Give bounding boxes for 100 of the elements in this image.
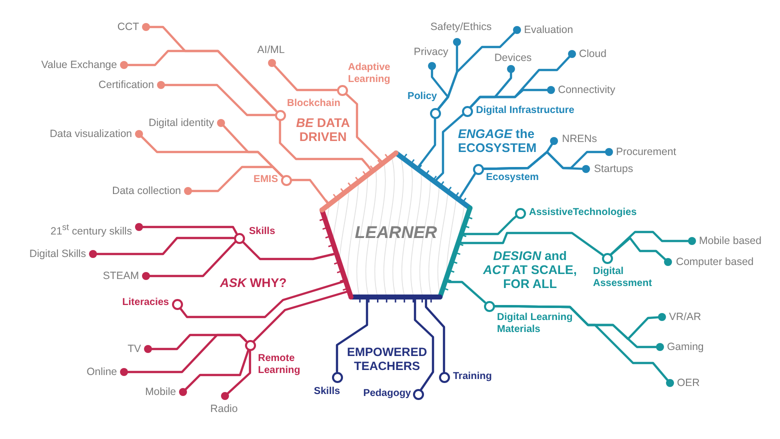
- topic-label: EMIS: [254, 174, 278, 186]
- ring-marker: [484, 300, 494, 312]
- dot-marker: [453, 38, 461, 46]
- subtopic-label: Mobile: [145, 386, 176, 398]
- topic-label: Ecosystem: [486, 172, 539, 184]
- subtopic-label: Procurement: [616, 146, 676, 158]
- connector-line: [416, 117, 436, 170]
- subtopic-label: Computer based: [676, 256, 754, 268]
- connector-line: [274, 64, 338, 92]
- section-heading: ENGAGE the ECOSYSTEM: [458, 127, 538, 155]
- dot-marker: [664, 258, 672, 266]
- subtopic-label: TV: [128, 343, 141, 355]
- connector-line: [226, 349, 252, 394]
- ring-marker: [336, 84, 348, 96]
- section-heading: BE DATA DRIVEN: [295, 116, 351, 144]
- subtopic-label: CCT: [117, 21, 139, 33]
- dot-marker: [507, 65, 515, 73]
- dot-marker: [582, 165, 590, 173]
- connector-line: [434, 114, 464, 183]
- dot-marker: [135, 223, 143, 231]
- topic-label: Pedagogy: [363, 388, 411, 400]
- ring-marker: [412, 388, 424, 400]
- ring-marker: [602, 252, 612, 264]
- topic-label: Skills: [314, 386, 340, 398]
- dot-marker: [120, 368, 128, 376]
- section-heading: EMPOWERED TEACHERS: [346, 345, 428, 373]
- subtopic-label: 21$^{st}$ century skills: [50, 221, 132, 238]
- subtopic-label: Privacy: [414, 46, 448, 58]
- dot-marker: [157, 81, 165, 89]
- subtopic-label: VR/AR: [669, 311, 702, 323]
- connector-line: [126, 334, 248, 374]
- topic-label: Digital Infrastructure: [476, 105, 574, 117]
- connector-line: [610, 236, 666, 260]
- dot-marker: [568, 50, 576, 58]
- dot-marker: [179, 388, 187, 396]
- topic-label: Adaptive Learning: [348, 62, 392, 86]
- subtopic-label: NRENs: [562, 133, 598, 145]
- topic-label: Skills: [249, 226, 276, 238]
- subtopic-label: AI/ML: [257, 44, 285, 56]
- subtopic-label: Digital identity: [148, 117, 214, 129]
- dot-marker: [550, 137, 558, 145]
- connector-line: [96, 236, 235, 256]
- ring-marker: [172, 298, 182, 310]
- connector-line: [164, 84, 276, 116]
- ring-marker: [462, 106, 472, 116]
- dot-marker: [89, 250, 97, 258]
- subtopic-label: Cloud: [579, 48, 606, 60]
- subtopic-label: Radio: [210, 403, 238, 415]
- dot-marker: [221, 392, 229, 400]
- connector-line: [142, 226, 238, 234]
- ring-marker: [234, 232, 244, 244]
- subtopic-label: OER: [677, 377, 700, 389]
- topic-label: Training: [453, 371, 492, 383]
- dot-marker: [135, 130, 143, 138]
- subtopic-label: STEAM: [102, 270, 139, 282]
- ring-marker: [244, 340, 256, 350]
- dot-marker: [268, 59, 276, 67]
- dot-marker: [184, 187, 192, 195]
- subtopic-label: Devices: [494, 52, 532, 64]
- dot-marker: [142, 23, 150, 31]
- center-title: LEARNER: [354, 223, 438, 243]
- ring-marker: [472, 164, 484, 174]
- subtopic-label: Data collection: [112, 185, 181, 197]
- dot-marker: [428, 62, 436, 70]
- connector-line: [290, 178, 330, 206]
- connector-line: [437, 32, 516, 110]
- subtopic-label: Value Exchange: [41, 59, 117, 71]
- connector-line: [126, 50, 278, 112]
- topic-label: Literacies: [122, 297, 169, 309]
- dot-marker: [144, 345, 152, 353]
- dot-marker: [547, 86, 555, 94]
- connector-line: [610, 230, 690, 256]
- dot-marker: [142, 272, 150, 280]
- connector-line: [458, 232, 604, 256]
- subtopic-label: Certification: [98, 79, 154, 91]
- ring-marker: [280, 174, 292, 186]
- topic-label: Remote Learning: [258, 353, 302, 377]
- dot-marker: [217, 119, 225, 127]
- dot-marker: [656, 343, 664, 351]
- connector-line: [278, 119, 374, 172]
- connector-line: [470, 88, 548, 108]
- dot-marker: [605, 148, 613, 156]
- connector-line: [344, 92, 384, 164]
- dot-marker: [513, 26, 521, 34]
- section-heading: ASK WHY?: [220, 276, 287, 290]
- ring-marker: [430, 108, 440, 118]
- connector-line: [190, 166, 284, 192]
- ring-marker: [514, 208, 526, 218]
- connector-line: [184, 349, 250, 390]
- subtopic-label: Mobile based: [699, 235, 762, 247]
- dot-marker: [120, 61, 128, 69]
- dot-marker: [688, 237, 696, 245]
- section-heading: DESIGN and ACT AT SCALE, FOR ALL: [482, 249, 578, 291]
- topic-label: Blockchain: [287, 98, 340, 110]
- topic-label: Digital Assessment: [593, 266, 653, 290]
- connector-line: [148, 240, 236, 278]
- dot-marker: [666, 379, 674, 387]
- connector-line: [493, 305, 668, 382]
- subtopic-label: Startups: [594, 163, 634, 175]
- topic-label: AssistiveTechnologies: [529, 207, 637, 219]
